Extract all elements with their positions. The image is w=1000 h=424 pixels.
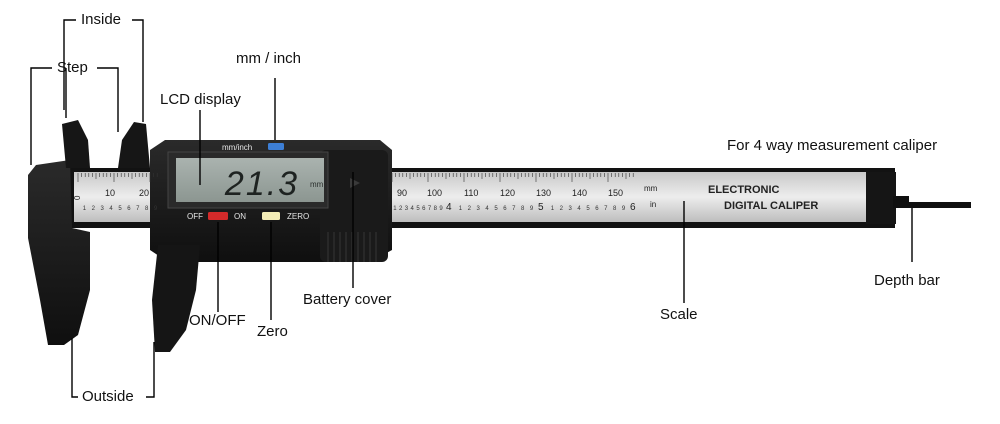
- callout-line-step: [30, 67, 52, 165]
- inch-minor-digit: 9: [622, 206, 626, 212]
- battery-cover-block: [320, 150, 388, 262]
- inch-minor-digit: 7: [428, 206, 432, 212]
- inch-minor-digit: 1: [459, 206, 463, 212]
- label-scale: Scale: [660, 306, 698, 323]
- inch-minor-digit: 7: [512, 206, 516, 212]
- scale-unit-in: in: [650, 200, 656, 209]
- inch-minor-digit: 6: [503, 206, 507, 212]
- inch-minor-digit: 4: [485, 206, 489, 212]
- lcd-unit: mm: [310, 180, 324, 189]
- unit-button-label: mm/inch: [222, 143, 252, 152]
- inch-num-5: 5: [538, 202, 544, 213]
- inch-minor-digit: 6: [422, 206, 426, 212]
- inch-minor-digit: 3: [569, 206, 573, 212]
- brand-line1: ELECTRONIC: [708, 184, 780, 196]
- brand-line2: DIGITAL CALIPER: [724, 200, 818, 212]
- depth-bar-rod: [893, 202, 971, 208]
- scale-unit-mm: mm: [644, 184, 658, 193]
- callout-line-inside: [63, 19, 76, 110]
- scale-num-10: 10: [105, 188, 115, 198]
- scale-num-90: 90: [397, 188, 407, 198]
- inch-minor-digit: 8: [521, 206, 525, 212]
- scale-num-100: 100: [427, 188, 442, 198]
- inch-minor-digit: 2: [468, 206, 472, 212]
- inch-minor-digit: 8: [613, 206, 617, 212]
- callout-line-outside-right: [146, 342, 155, 398]
- inch-minor-digit: 2: [399, 206, 403, 212]
- label-for-4-way: For 4 way measurement caliper: [727, 137, 938, 154]
- label-lcd-display: LCD display: [160, 91, 241, 108]
- inch-minor-digit: 5: [416, 206, 420, 212]
- callout-lines: [30, 19, 913, 398]
- label-battery-cover: Battery cover: [303, 291, 392, 308]
- inch-minor-digit: 1: [83, 206, 87, 212]
- sliding-outside-jaw: [152, 245, 200, 352]
- off-label: OFF: [187, 212, 203, 221]
- label-step: Step: [57, 59, 88, 76]
- label-depth-bar: Depth bar: [874, 272, 940, 289]
- inch-minor-digit: 2: [560, 206, 564, 212]
- inch-minor-digit: 3: [405, 206, 409, 212]
- fixed-jaw: [28, 160, 90, 345]
- unit-button[interactable]: [268, 143, 284, 150]
- fixed-inside-jaw: [62, 120, 90, 168]
- inch-minor-digit: 4: [577, 206, 581, 212]
- inch-num-6: 6: [630, 202, 636, 213]
- depth-bar-tip: [893, 196, 909, 208]
- label-on-off: ON/OFF: [189, 312, 246, 329]
- scale-num-150: 150: [608, 188, 623, 198]
- inch-minor-digit: 1: [551, 206, 555, 212]
- callout-line-step-right: [97, 67, 119, 132]
- label-inside: Inside: [81, 11, 122, 28]
- inch-minor-digit: 6: [127, 206, 131, 212]
- inch-minor-digit: 4: [109, 206, 113, 212]
- scale-ticks-right: [391, 173, 634, 182]
- battery-cover-ridges: [327, 232, 377, 262]
- scale-num-20: 20: [139, 188, 149, 198]
- inch-minor-digit: 2: [92, 206, 96, 212]
- inch-minor-digit: 6: [595, 206, 599, 212]
- inch-minor-digit: 8: [145, 206, 149, 212]
- inch-minor-digit: 7: [604, 206, 608, 212]
- callout-line-outside-left: [71, 338, 78, 398]
- inch-minor-digit: 5: [494, 206, 498, 212]
- scale-num-130: 130: [536, 188, 551, 198]
- inch-minor-digit: 3: [101, 206, 105, 212]
- inch-minor-digit: 1: [393, 206, 397, 212]
- inch-minor-digit: 5: [586, 206, 590, 212]
- inch-minor-digit: 9: [154, 206, 158, 212]
- zero-button[interactable]: [262, 212, 280, 220]
- inch-minor-digit: 9: [530, 206, 534, 212]
- inch-minor-digit: 3: [477, 206, 481, 212]
- zero-label: ZERO: [287, 212, 309, 221]
- beam-end-cap: [866, 172, 896, 224]
- inch-minor-digit: 9: [439, 206, 443, 212]
- inch-minor-digit: 8: [434, 206, 438, 212]
- onoff-button[interactable]: [208, 212, 228, 220]
- callout-line-inside-right: [132, 19, 144, 122]
- lcd-reading: 21.3: [224, 165, 299, 203]
- label-mm-inch: mm / inch: [236, 50, 302, 67]
- inch-minor-digit: 5: [118, 206, 122, 212]
- label-outside: Outside: [82, 388, 134, 405]
- scale-num-120: 120: [500, 188, 515, 198]
- scale-num-0: 0: [73, 195, 82, 200]
- scale-ticks-left: [77, 173, 158, 182]
- inch-num-4: 4: [446, 202, 452, 213]
- scale-num-140: 140: [572, 188, 587, 198]
- label-zero: Zero: [257, 323, 288, 340]
- sliding-inside-jaw: [118, 122, 150, 168]
- on-label: ON: [234, 212, 246, 221]
- scale-num-110: 110: [464, 188, 478, 198]
- inch-minor-digit: 4: [411, 206, 415, 212]
- inch-minor-digit: 7: [136, 206, 140, 212]
